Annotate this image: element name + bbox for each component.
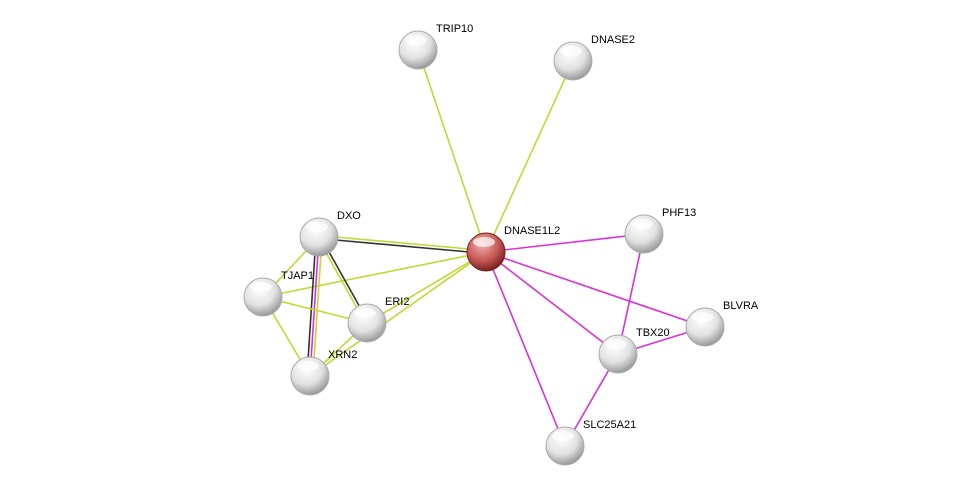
node-label: TJAP1 [281,270,314,282]
node-slc25a21[interactable]: SLC25A21 [545,419,636,466]
node-highlight [605,339,627,349]
edge-dnase1l2-tbx20-experiments[interactable] [485,251,619,355]
edge-dnase1l2-dxo-coexpression[interactable] [318,237,486,255]
edge-dnase1l2-blvra-experiments[interactable] [485,251,706,328]
node-label: DNASE2 [591,34,635,46]
edge-dnase1l2-phf13-experiments[interactable] [485,233,645,253]
node-blvra[interactable]: BLVRA [685,300,759,347]
node-highlight [692,312,714,322]
edge-dnase1l2-eri2-textmining[interactable] [366,251,487,324]
node-highlight [405,35,427,45]
edge-dxo-xrn2-experiments[interactable] [309,236,320,377]
node-label: TBX20 [636,327,670,339]
node-highlight [250,282,272,292]
node-label: DXO [337,210,361,222]
node-highlight [552,431,574,441]
node-label: TRIP10 [436,23,473,35]
node-label: BLVRA [723,300,759,312]
node-label: PHF13 [662,207,696,219]
node-label: SLC25A21 [583,419,636,431]
node-label: ERI2 [385,296,409,308]
edge-dnase1l2-slc25a21-experiments[interactable] [485,251,566,447]
node-highlight [631,219,653,229]
node-dxo[interactable]: DXO [299,210,361,257]
node-tjap1[interactable]: TJAP1 [243,270,314,317]
edge-dnase1l2-tjap1-textmining[interactable] [262,251,487,298]
edge-dxo-xrn2-textmining[interactable] [312,237,323,377]
edge-dxo-xrn2-coexpression[interactable] [306,236,317,376]
node-highlight [354,308,376,318]
node-highlight [306,222,328,232]
edge-phf13-tbx20-experiments[interactable] [617,233,645,355]
node-tbx20[interactable]: TBX20 [598,327,670,374]
node-dnase2[interactable]: DNASE2 [553,34,635,81]
edge-dnase1l2-dxo-textmining[interactable] [319,234,487,252]
node-highlight [297,361,319,371]
node-highlight [560,46,582,56]
edge-dnase1l2-dnase2-textmining[interactable] [485,60,574,253]
node-xrn2[interactable]: XRN2 [290,349,357,396]
node-phf13[interactable]: PHF13 [624,207,696,254]
node-highlight [473,237,495,247]
node-label: XRN2 [328,349,357,361]
node-label: DNASE1L2 [504,225,560,237]
node-eri2[interactable]: ERI2 [347,296,409,343]
edge-dnase1l2-trip10-textmining[interactable] [417,49,487,253]
edge-dnase1l2-xrn2-textmining[interactable] [309,251,487,377]
node-dnase1l2[interactable]: DNASE1L2 [466,225,560,272]
node-trip10[interactable]: TRIP10 [398,23,473,70]
